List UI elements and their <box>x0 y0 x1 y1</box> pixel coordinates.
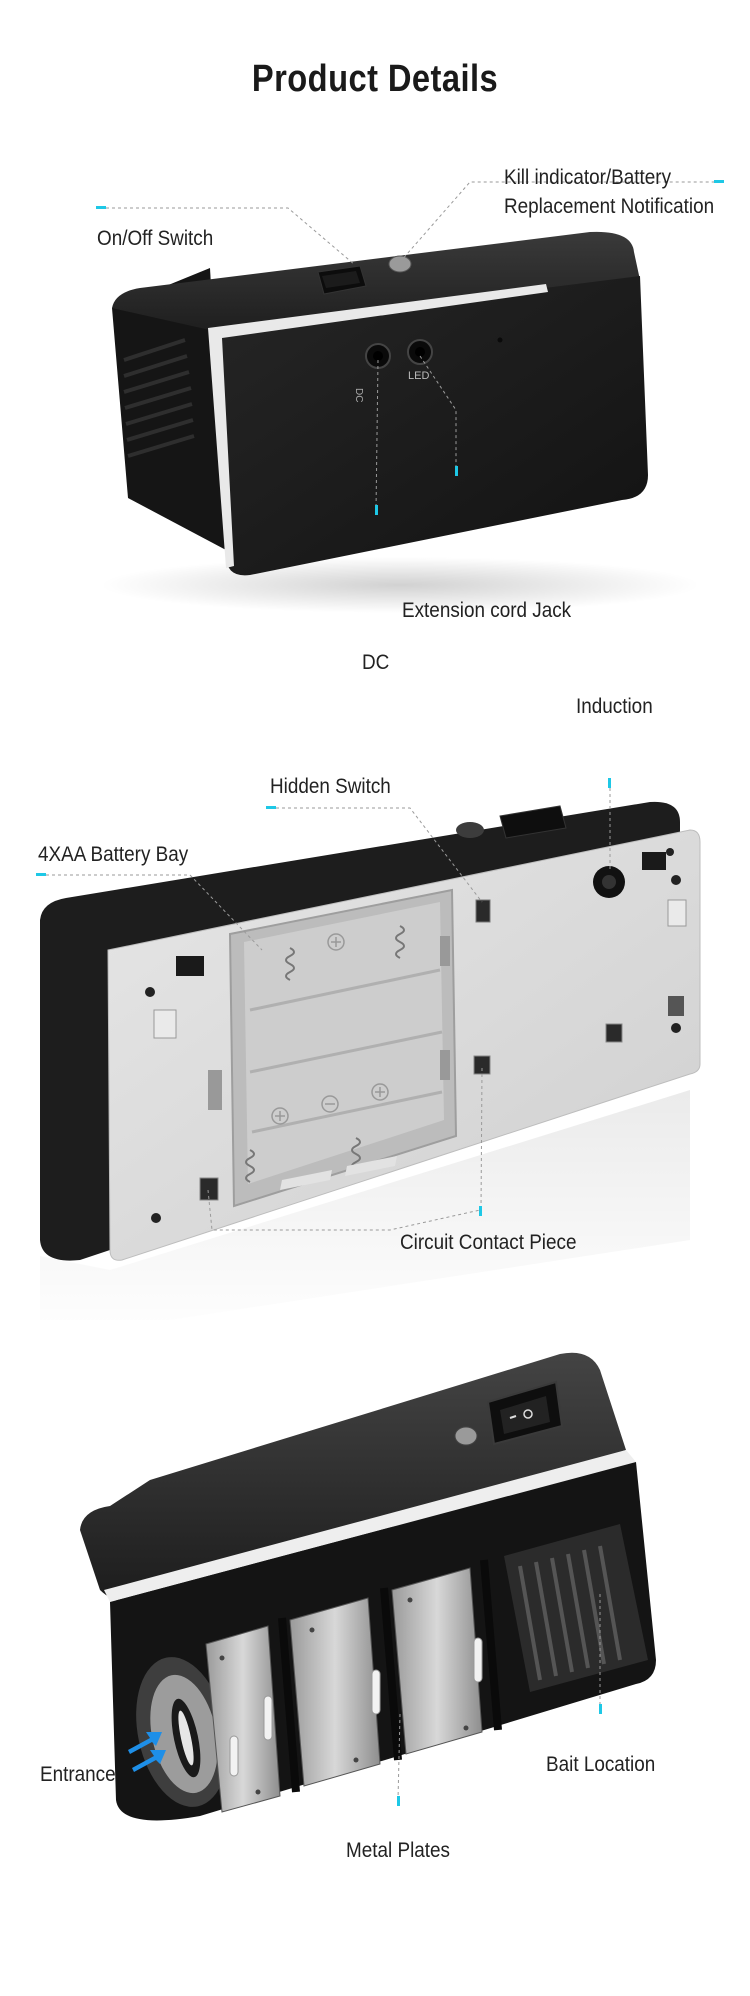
lid-led-icon <box>454 1426 478 1446</box>
on-off-switch-icon <box>317 265 367 295</box>
extension-jack-icon <box>407 339 433 365</box>
device-back-view <box>36 778 701 1320</box>
kill-indicator-led-icon <box>388 255 412 273</box>
port-label-led: LED <box>408 370 429 382</box>
entrance-opening <box>136 1657 228 1807</box>
label-extension-cord-jack: Extension cord Jack <box>402 599 572 622</box>
label-kill-indicator-line2: Replacement Notification <box>504 195 715 218</box>
label-circuit-contact: Circuit Contact Piece <box>400 1231 577 1254</box>
label-dc: DC <box>362 651 390 674</box>
label-entrance: Entrance <box>40 1763 116 1786</box>
port-label-dc: DC <box>353 388 364 402</box>
page-title: Product Details <box>251 58 499 100</box>
label-on-off-switch: On/Off Switch <box>97 227 214 250</box>
label-induction: Induction <box>576 695 653 718</box>
lid-switch-icon <box>486 1380 564 1446</box>
device-front-view: DC LED <box>96 180 724 613</box>
entrance-arrow-icon <box>128 1732 166 1772</box>
metal-plates <box>205 1567 483 1813</box>
label-bait-location: Bait Location <box>546 1753 656 1776</box>
interior-stripe <box>104 1450 636 1602</box>
label-hidden-switch: Hidden Switch <box>270 775 391 798</box>
speaker-grille-icon <box>123 338 195 458</box>
device-interior-view <box>80 1352 656 1821</box>
dc-jack-icon <box>365 343 391 369</box>
bait-location-grille <box>504 1524 648 1692</box>
label-kill-indicator-line1: Kill indicator/Battery <box>504 166 672 189</box>
top-switch-icon <box>499 805 567 839</box>
battery-bay <box>228 888 458 1208</box>
induction-sensor-icon <box>593 866 625 898</box>
label-metal-plates: Metal Plates <box>346 1839 451 1862</box>
circuit-contact-icon <box>199 1023 623 1201</box>
label-battery-bay: 4XAA Battery Bay <box>38 843 189 866</box>
hidden-switch-slot-icon <box>475 899 491 923</box>
